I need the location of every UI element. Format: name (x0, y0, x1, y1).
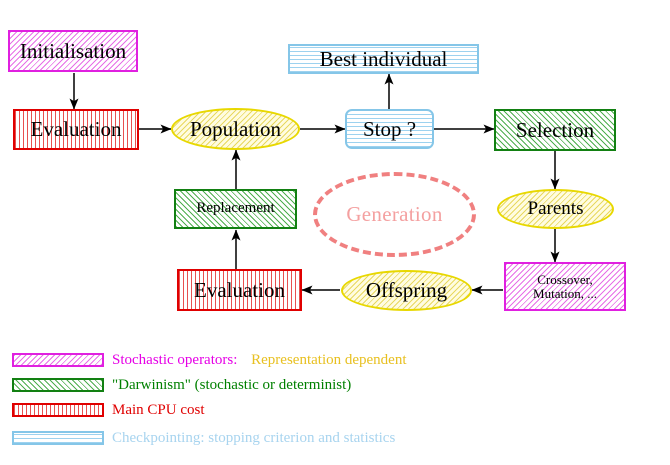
node-offspring-label: Offspring (365, 278, 448, 303)
legend-row-checkpointing: Checkpointing: stopping criterion and st… (0, 426, 670, 450)
node-parents-label: Parents (527, 198, 584, 220)
node-evaluation-2-label: Evaluation (194, 277, 285, 302)
node-parents[interactable]: Parents (497, 189, 614, 229)
legend-swatch-green (12, 378, 104, 392)
node-population[interactable]: Population (171, 108, 300, 150)
node-stop-label: Stop ? (362, 116, 417, 141)
node-offspring[interactable]: Offspring (341, 270, 472, 311)
node-crossover-mutation-label-line2: Mutation, ... (533, 285, 597, 301)
node-selection-label: Selection (515, 117, 595, 142)
legend-text-primary-1: Stochastic operators: (112, 351, 238, 368)
legend-swatch-magenta (12, 353, 104, 367)
node-replacement[interactable]: Replacement (174, 189, 297, 229)
legend-text-secondary-1: Representation dependent (251, 351, 407, 368)
legend-text-stochastic-operators: Stochastic operators: Representation dep… (112, 352, 407, 369)
node-selection[interactable]: Selection (494, 109, 616, 151)
legend-swatch-red (12, 403, 104, 417)
legend-text-checkpointing: Checkpointing: stopping criterion and st… (112, 429, 396, 446)
node-population-label: Population (189, 116, 281, 141)
node-initialisation[interactable]: Initialisation (8, 30, 138, 72)
node-evaluation-2[interactable]: Evaluation (177, 269, 302, 311)
legend-text-main-cpu-cost: Main CPU cost (112, 401, 205, 418)
node-evaluation-1-label: Evaluation (30, 117, 122, 142)
node-initialisation-label: Initialisation (19, 38, 127, 63)
node-crossover-mutation[interactable]: Crossover, Mutation, ... (504, 262, 626, 311)
node-best-individual[interactable]: Best individual (288, 44, 479, 74)
node-generation: Generation (313, 172, 476, 257)
node-crossover-mutation-label-line1: Crossover, (537, 271, 593, 287)
legend-row-stochastic-operators: Stochastic operators: Representation dep… (0, 348, 670, 372)
legend-text-darwinism: "Darwinism" (stochastic or determinist) (112, 376, 352, 393)
node-replacement-label: Replacement (196, 200, 275, 217)
node-generation-label: Generation (346, 202, 443, 226)
node-best-individual-label: Best individual (319, 46, 448, 71)
node-stop[interactable]: Stop ? (345, 109, 434, 149)
legend-row-main-cpu-cost: Main CPU cost (0, 398, 670, 422)
legend-swatch-blue (12, 431, 104, 445)
legend-row-darwinism: "Darwinism" (stochastic or determinist) (0, 373, 670, 397)
node-evaluation-1[interactable]: Evaluation (13, 109, 139, 150)
legend: Stochastic operators: Representation dep… (0, 340, 670, 465)
